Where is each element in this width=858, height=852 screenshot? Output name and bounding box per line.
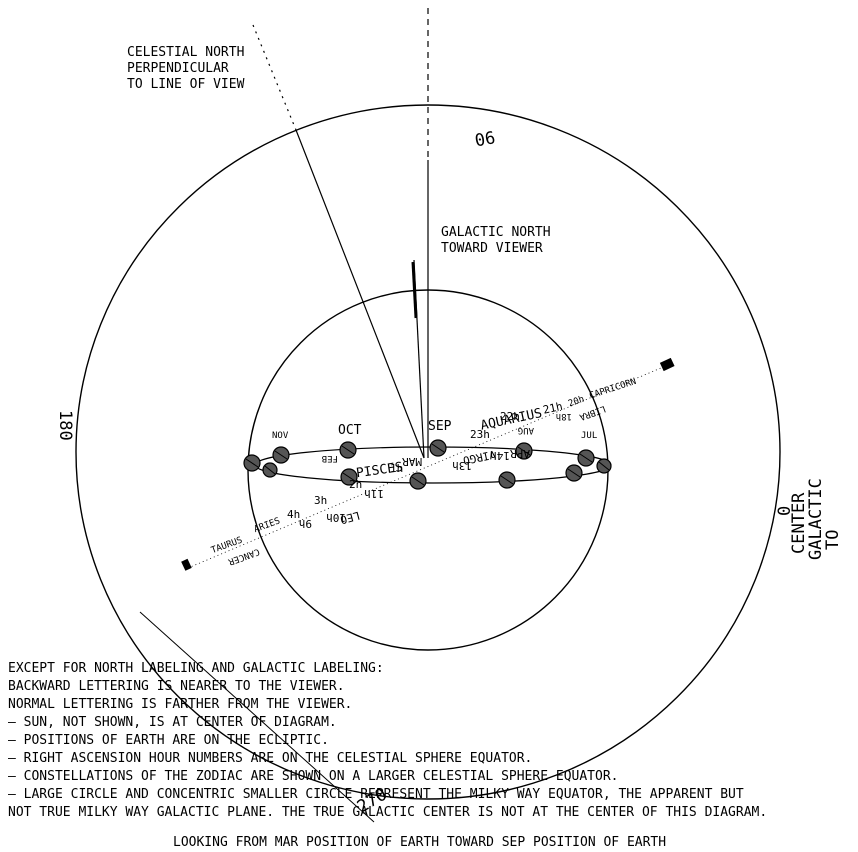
label-90: 90 bbox=[473, 126, 497, 149]
note-line-6: – RIGHT ASCENSION HOUR NUMBERS ARE ON TH… bbox=[8, 751, 532, 766]
earth-positions bbox=[243, 439, 612, 490]
earth-nov bbox=[243, 454, 261, 472]
hour-14h: 14h bbox=[490, 449, 510, 462]
month-oct: OCT bbox=[338, 423, 362, 438]
sep-line-bold bbox=[411, 261, 418, 319]
earth-apr bbox=[498, 471, 516, 489]
note-line-9: NOT TRUE MILKY WAY GALACTIC PLANE. THE T… bbox=[8, 805, 767, 820]
caption: LOOKING FROM MAR POSITION OF EARTH TOWAR… bbox=[173, 835, 666, 850]
earth-oct bbox=[339, 441, 357, 459]
note-line-5: – POSITIONS OF EARTH ARE ON THE ECLIPTIC… bbox=[8, 733, 329, 748]
month-feb: FEB bbox=[322, 453, 338, 463]
celestial-north-dashed bbox=[252, 24, 297, 131]
earth-jun bbox=[596, 458, 612, 474]
note-line-8: – LARGE CIRCLE AND CONCENTRIC SMALLER CI… bbox=[8, 787, 744, 802]
earth-feb bbox=[340, 468, 358, 486]
hour-2h: 2h bbox=[349, 478, 362, 491]
zodiac-capricorn: CAPRICORN bbox=[588, 377, 637, 402]
label-0: 0 bbox=[775, 506, 795, 516]
hour-13h: 13h bbox=[452, 459, 472, 472]
outer-galactic-circle bbox=[75, 104, 781, 800]
svg-text:TO: TO bbox=[823, 530, 843, 550]
long-diagonal-line bbox=[139, 611, 375, 823]
galactic-plane-line bbox=[187, 364, 669, 569]
zodiac-leo: LEO bbox=[339, 509, 362, 527]
note-line-1: EXCEPT FOR NORTH LABELING AND GALACTIC L… bbox=[8, 661, 384, 676]
label-180: 180 bbox=[55, 410, 75, 441]
month-sep: SEP bbox=[428, 419, 452, 434]
hour-9h: 9h bbox=[299, 517, 312, 530]
celestial-north-label-2: PERPENDICULAR bbox=[127, 61, 229, 76]
note-line-2: BACKWARD LETTERING IS NEARER TO THE VIEW… bbox=[8, 679, 345, 694]
galactic-center-label: TO GALACTIC CENTER bbox=[789, 478, 843, 560]
month-mar: MAR bbox=[402, 455, 422, 468]
month-nov: NOV bbox=[272, 431, 289, 441]
earth-jul bbox=[577, 449, 595, 467]
hour-10h: 10h bbox=[326, 511, 346, 524]
notes: EXCEPT FOR NORTH LABELING AND GALACTIC L… bbox=[8, 661, 767, 820]
galactic-north-label-2: TOWARD VIEWER bbox=[441, 241, 543, 256]
hour-11h: 11h bbox=[364, 487, 384, 500]
zodiac-libra: LIBRA bbox=[577, 403, 606, 422]
month-apr: APR bbox=[510, 447, 530, 460]
hour-23h: 23h bbox=[470, 428, 490, 441]
celestial-north-label-3: TO LINE OF VIEW bbox=[127, 77, 245, 92]
earth-aug bbox=[515, 442, 533, 460]
galactic-north-label-1: GALACTIC NORTH bbox=[441, 225, 551, 240]
celestial-north-line bbox=[295, 129, 425, 459]
note-line-7: – CONSTELLATIONS OF THE ZODIAC ARE SHOWN… bbox=[8, 769, 618, 784]
hour-21h: 21h bbox=[542, 400, 564, 417]
month-aug: AUG bbox=[518, 425, 534, 435]
zodiac-aries: ARIES bbox=[253, 516, 282, 535]
earth-mar bbox=[409, 472, 427, 490]
galactic-plane-marker-left bbox=[181, 558, 192, 571]
galactic-plane-marker-right bbox=[659, 357, 675, 372]
hour-3h: 3h bbox=[314, 494, 327, 507]
svg-text:CENTER: CENTER bbox=[789, 492, 809, 554]
note-line-4: – SUN, NOT SHOWN, IS AT CENTER OF DIAGRA… bbox=[8, 715, 337, 730]
hour-20h: 20h bbox=[567, 394, 586, 409]
celestial-north-label-1: CELESTIAL NORTH bbox=[127, 45, 244, 60]
hour-4h: 4h bbox=[287, 508, 300, 521]
earth-may bbox=[565, 464, 583, 482]
earth-dec bbox=[262, 462, 278, 478]
hour-1h: 1h bbox=[390, 462, 403, 475]
zodiac-pisces: PISCES bbox=[355, 460, 404, 481]
note-line-3: NORMAL LETTERING IS FARTHER FROM THE VIE… bbox=[8, 697, 352, 712]
month-jul: JUL bbox=[581, 431, 597, 441]
earth-nov-b bbox=[272, 446, 290, 464]
hour-22h: 22h bbox=[500, 410, 520, 423]
earth-sep bbox=[429, 439, 447, 457]
hour-18h: 18h bbox=[556, 411, 572, 421]
svg-text:GALACTIC: GALACTIC bbox=[806, 478, 826, 560]
